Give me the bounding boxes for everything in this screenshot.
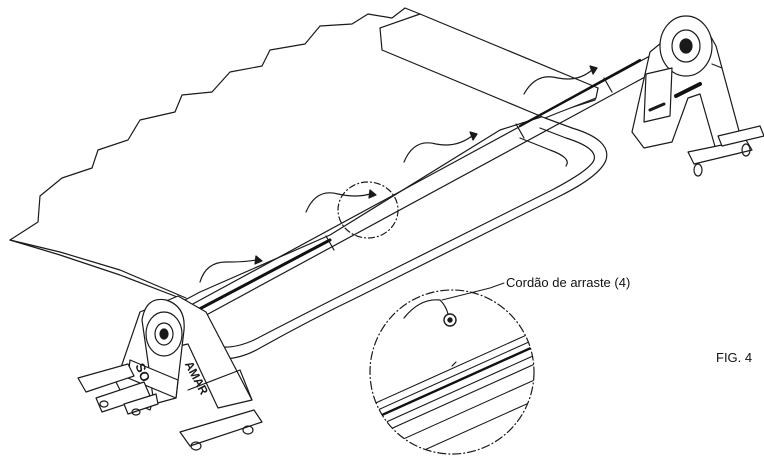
detail-zoom-view (369, 282, 535, 455)
rotation-arrowhead-3 (469, 131, 478, 141)
pool-rim (189, 117, 608, 360)
detail-zoom-circle (369, 289, 535, 455)
roller-tube-wrap-2 (518, 58, 642, 128)
drag-cord (403, 299, 449, 319)
right-end-stand (631, 15, 764, 177)
roller-joint-2 (515, 123, 525, 139)
rotation-arrowhead-1 (254, 255, 263, 265)
pool-inner-floor-line (519, 137, 568, 167)
drag-cord-callout-label: Cordão de arraste (4) (506, 275, 631, 290)
rotation-arrowhead-2 (368, 189, 377, 199)
roller-joint-3 (603, 77, 613, 93)
roller-tube-bottom (185, 57, 681, 327)
rotation-arrow-4 (523, 69, 593, 95)
roller-tube-wrap (188, 238, 332, 316)
rotation-arrow-3 (403, 135, 473, 163)
figure-label: FIG. 4 (716, 350, 753, 365)
brand-label-left: SO (132, 361, 153, 384)
pool-rim-inner (195, 127, 596, 348)
rotation-arrowhead-4 (589, 65, 598, 75)
detail-marker-circle (337, 181, 399, 239)
cover-front-fold (9, 239, 187, 299)
rotation-arrow-1 (199, 259, 257, 283)
pool-cover-sheet (9, 7, 599, 301)
roller-joint-1 (325, 235, 335, 251)
pool-back-wall (379, 13, 599, 119)
rotation-arrow-2 (305, 192, 371, 213)
callout-leader-line (441, 282, 505, 301)
left-end-stand (77, 295, 263, 451)
